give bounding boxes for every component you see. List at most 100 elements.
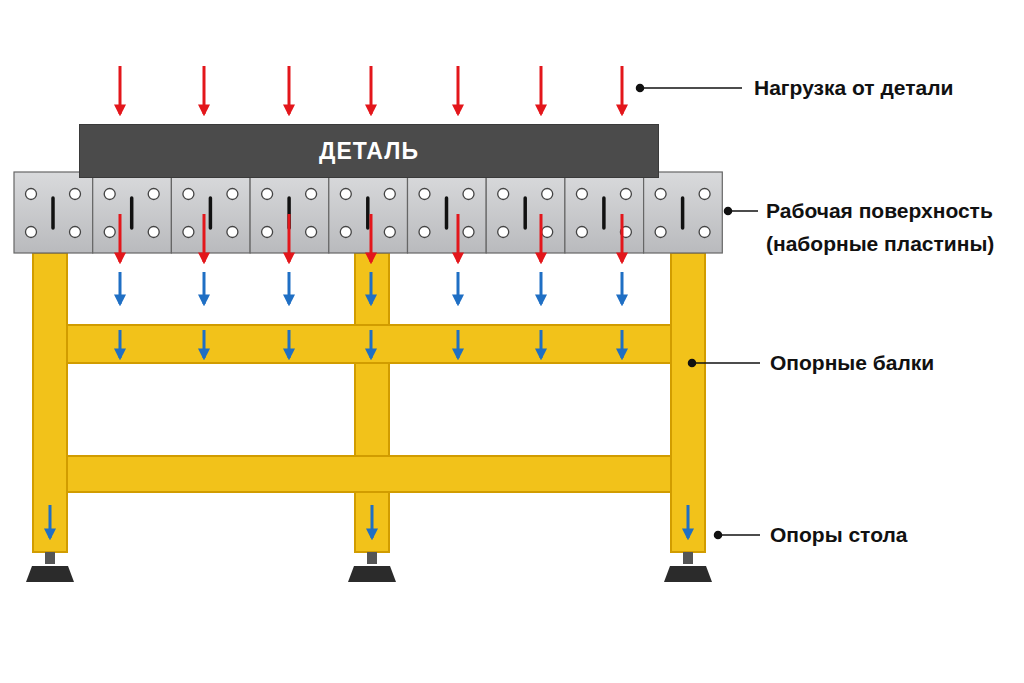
plate-slot (445, 198, 449, 228)
load-arrow (621, 66, 624, 114)
plate-hole (306, 189, 317, 200)
plate-hole (183, 227, 194, 238)
support-beam (67, 325, 671, 363)
load-arrow (370, 214, 373, 262)
load-arrow (457, 66, 460, 114)
transfer-arrow (49, 505, 52, 538)
load-arrow (540, 214, 543, 262)
load-arrow (621, 214, 624, 262)
plate-hole (26, 189, 37, 200)
transfer-arrow (621, 272, 624, 304)
leader-line (692, 362, 760, 364)
plate-slot (366, 198, 370, 228)
load-label: Нагрузка от детали (752, 71, 955, 104)
transfer-arrow (370, 272, 373, 304)
modular-plate (486, 172, 565, 253)
transfer-arrow (119, 272, 122, 304)
plate-hole (340, 189, 351, 200)
leader-dot (637, 85, 644, 92)
plate-hole (262, 227, 273, 238)
table-leg (355, 253, 389, 552)
load-arrow (457, 214, 460, 262)
modular-plate (171, 172, 250, 253)
plate-hole (306, 227, 317, 238)
plate-slot (602, 198, 606, 228)
plate-hole (498, 227, 509, 238)
plate-hole (340, 227, 351, 238)
plate-hole (384, 189, 395, 200)
plate-slot (681, 198, 685, 228)
work-surface-label: Рабочая поверхность (наборные пластины) (764, 194, 1018, 260)
transfer-arrow (370, 330, 373, 358)
transfer-arrow (371, 505, 374, 538)
load-arrow (119, 214, 122, 262)
plate-hole (148, 227, 159, 238)
workpiece-label: ДЕТАЛЬ (319, 138, 419, 165)
workpiece-bar: ДЕТАЛЬ (79, 124, 659, 178)
transfer-arrow (203, 272, 206, 304)
table-leg (671, 253, 705, 552)
plate-hole (262, 189, 273, 200)
table-legs-label: Опоры стола (768, 518, 909, 551)
table-legs (33, 253, 705, 552)
load-arrows (50, 66, 688, 538)
transfer-arrow (203, 330, 206, 358)
plate-hole (655, 227, 666, 238)
plate-hole (498, 189, 509, 200)
leveling-foot (26, 552, 74, 582)
load-arrow (370, 66, 373, 114)
plate-hole (419, 189, 430, 200)
modular-plate (329, 172, 408, 253)
transfer-arrow (540, 272, 543, 304)
load-arrow (288, 214, 291, 262)
plate-hole (104, 227, 115, 238)
plate-hole (542, 189, 553, 200)
plate-hole (542, 227, 553, 238)
support-beam (67, 456, 671, 492)
load-arrow (203, 66, 206, 114)
plate-hole (655, 189, 666, 200)
plate-hole (576, 189, 587, 200)
leader-dot (715, 532, 722, 539)
transfer-arrow (119, 330, 122, 358)
plate-hole (699, 227, 710, 238)
plate-hole (463, 189, 474, 200)
plate-hole (227, 189, 238, 200)
leader-line (718, 534, 760, 536)
plate-hole (183, 189, 194, 200)
plate-hole (620, 189, 631, 200)
table-leg (33, 253, 67, 552)
leader-dot (725, 208, 732, 215)
load-arrow (203, 214, 206, 262)
leveling-feet (26, 552, 712, 582)
plate-slot (51, 198, 55, 228)
leveling-foot (348, 552, 396, 582)
leader-dot (689, 360, 696, 367)
load-arrow (119, 66, 122, 114)
load-arrow (288, 66, 291, 114)
plate-hole (576, 227, 587, 238)
plate-hole (70, 189, 81, 200)
plate-slot (209, 198, 213, 228)
plate-hole (104, 189, 115, 200)
plate-hole (699, 189, 710, 200)
modular-plate (644, 172, 723, 253)
plate-hole (148, 189, 159, 200)
transfer-arrow (540, 330, 543, 358)
modular-plate (93, 172, 172, 253)
support-beams-label: Опорные балки (768, 346, 936, 379)
transfer-arrow (457, 272, 460, 304)
transfer-arrow (457, 330, 460, 358)
plate-slot (130, 198, 134, 228)
load-arrow (540, 66, 543, 114)
plate-hole (26, 227, 37, 238)
plate-hole (227, 227, 238, 238)
modular-plate (565, 172, 644, 253)
plate-hole (70, 227, 81, 238)
support-beams (67, 325, 671, 492)
plate-hole (463, 227, 474, 238)
leader-line (640, 87, 742, 89)
transfer-arrow (288, 330, 291, 358)
leveling-foot (664, 552, 712, 582)
